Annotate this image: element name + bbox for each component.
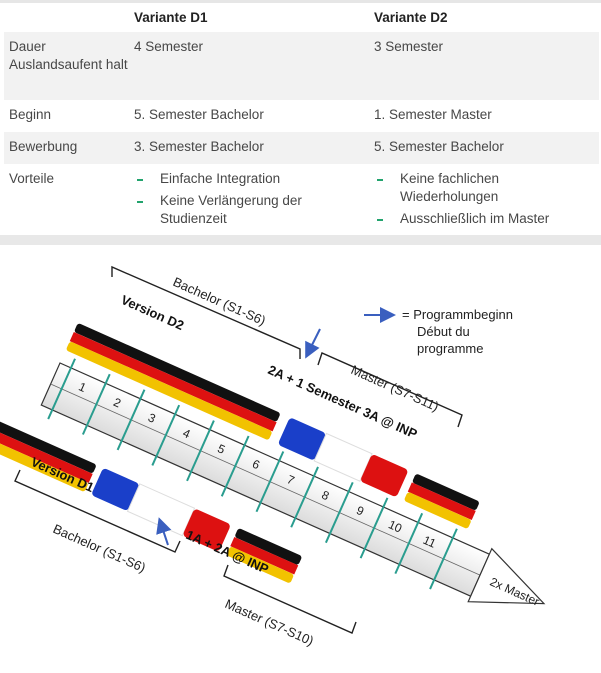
cell-d2-bewerbung: 5. Semester Bachelor <box>369 132 599 164</box>
tick-mark <box>81 373 111 435</box>
bullet-icon <box>137 179 143 181</box>
d2-advantages-list: Keine fachlichen Wiederholungen Ausschli… <box>374 170 599 228</box>
d1-advantage-1: Einfache Integration <box>160 171 281 186</box>
table-row: Bewerbung 3. Semester Bachelor 5. Semest… <box>4 132 599 164</box>
tick-mark <box>394 512 424 575</box>
program-start-arrow-d2-icon <box>305 328 321 359</box>
table-row: Beginn 5. Semester Bachelor 1. Semester … <box>4 100 599 132</box>
flag-black-stripe <box>235 528 302 565</box>
header-variante-d2: Variante D2 <box>369 3 599 32</box>
row-label-vorteile: Vorteile <box>4 164 129 240</box>
version-d2-bar <box>66 323 479 529</box>
d1-advantages-list: Einfache Integration Keine Verlängerung … <box>134 170 369 228</box>
flag-red-part <box>183 509 230 551</box>
header-variante-d1: Variante D1 <box>129 3 369 32</box>
list-item: Keine Verlängerung der Studienzeit <box>134 192 369 228</box>
label-bachelor-bottom: Bachelor (S1-S6) <box>51 521 148 575</box>
tick-mark <box>324 481 354 544</box>
version-d1-bar <box>0 406 302 583</box>
flag-gold-stripe <box>227 547 294 583</box>
table-header-row: Variante D1 Variante D2 <box>4 3 599 32</box>
row-label-bewerbung: Bewerbung <box>4 132 129 164</box>
section-divider <box>0 235 601 245</box>
tick-mark <box>186 420 215 482</box>
tick-mark <box>47 358 76 420</box>
semester-ticks <box>47 358 458 590</box>
cell-d1-beginn: 5. Semester Bachelor <box>129 100 369 132</box>
flag-black-stripe <box>412 474 479 510</box>
row-label-beginn: Beginn <box>4 100 129 132</box>
flag-gold-stripe <box>0 425 88 492</box>
cell-d1-vorteile: Einfache Integration Keine Verlängerung … <box>129 164 369 240</box>
cell-d2-vorteile: Keine fachlichen Wiederholungen Ausschli… <box>369 164 599 240</box>
program-start-arrow-d1-icon <box>156 517 172 546</box>
flag-gold-stripe <box>404 492 471 529</box>
flag-red-stripe <box>69 331 277 432</box>
tick-mark <box>255 451 285 513</box>
tick-mark <box>429 528 458 590</box>
semester-numbers: 1 2 3 4 5 6 7 8 9 10 11 <box>77 379 439 550</box>
program-diagram-svg: 2x Master 1 2 3 4 <box>0 265 546 649</box>
flag-red-stripe <box>407 482 476 521</box>
label-master-bottom: Master (S7-S10) <box>223 596 316 648</box>
d1-advantage-2: Keine Verlängerung der Studienzeit <box>160 193 302 226</box>
table-row: Dauer Auslandsaufent halt 4 Semester 3 S… <box>4 32 599 100</box>
cell-d1-dauer: 4 Semester <box>129 32 369 100</box>
label-version-d2: Version D2 <box>119 292 186 333</box>
cell-d2-dauer: 3 Semester <box>369 32 599 100</box>
list-item: Keine fachlichen Wiederholungen <box>374 170 599 206</box>
flag-red-part <box>361 455 408 497</box>
semester-number: 11 <box>421 533 438 551</box>
flag-white-part <box>126 483 196 537</box>
flag-red-stripe <box>230 536 299 575</box>
tick-mark <box>290 466 319 528</box>
cell-d1-bewerbung: 3. Semester Bachelor <box>129 132 369 164</box>
bracket-bachelor-bottom <box>14 469 181 553</box>
tick-mark <box>220 435 250 497</box>
tick-mark <box>116 389 146 451</box>
timeline-arrow <box>467 547 546 605</box>
comparison-table: Variante D1 Variante D2 Dauer Auslandsau… <box>4 3 599 240</box>
flag-blue-part <box>278 418 326 460</box>
list-item: Ausschließlich im Master <box>374 210 599 228</box>
d2-advantage-1: Keine fachlichen Wiederholungen <box>400 171 500 204</box>
row-label-dauer: Dauer Auslandsaufent halt <box>4 32 129 100</box>
flag-gold-stripe <box>66 342 272 440</box>
tick-mark <box>151 404 181 466</box>
d2-advantage-2: Ausschließlich im Master <box>400 211 550 226</box>
program-diagram: 2x Master 1 2 3 4 <box>0 245 601 673</box>
bullet-icon <box>377 219 383 221</box>
bracket-bachelor-top <box>111 265 301 359</box>
tick-mark <box>359 497 389 559</box>
flag-red-stripe <box>0 414 93 484</box>
cell-d2-beginn: 1. Semester Master <box>369 100 599 132</box>
bracket-master-bottom <box>223 564 357 634</box>
top-divider <box>0 0 601 3</box>
flag-blue-part <box>92 468 139 511</box>
bullet-icon <box>377 179 383 181</box>
flag-black-stripe <box>0 406 96 473</box>
legend-line-2: Début du <box>417 324 470 339</box>
flag-black-stripe <box>74 323 280 422</box>
table-row: Vorteile Einfache Integration Keine Verl… <box>4 164 599 240</box>
timeline-group: 2x Master 1 2 3 4 <box>0 323 546 609</box>
bullet-icon <box>137 201 143 203</box>
list-item: Einfache Integration <box>134 170 369 188</box>
legend-line-1: = Programmbeginn <box>402 307 513 322</box>
header-empty <box>4 3 129 32</box>
legend-line-3: programme <box>417 341 483 356</box>
semester-number: 10 <box>386 517 404 535</box>
bracket-master-top <box>317 352 463 428</box>
